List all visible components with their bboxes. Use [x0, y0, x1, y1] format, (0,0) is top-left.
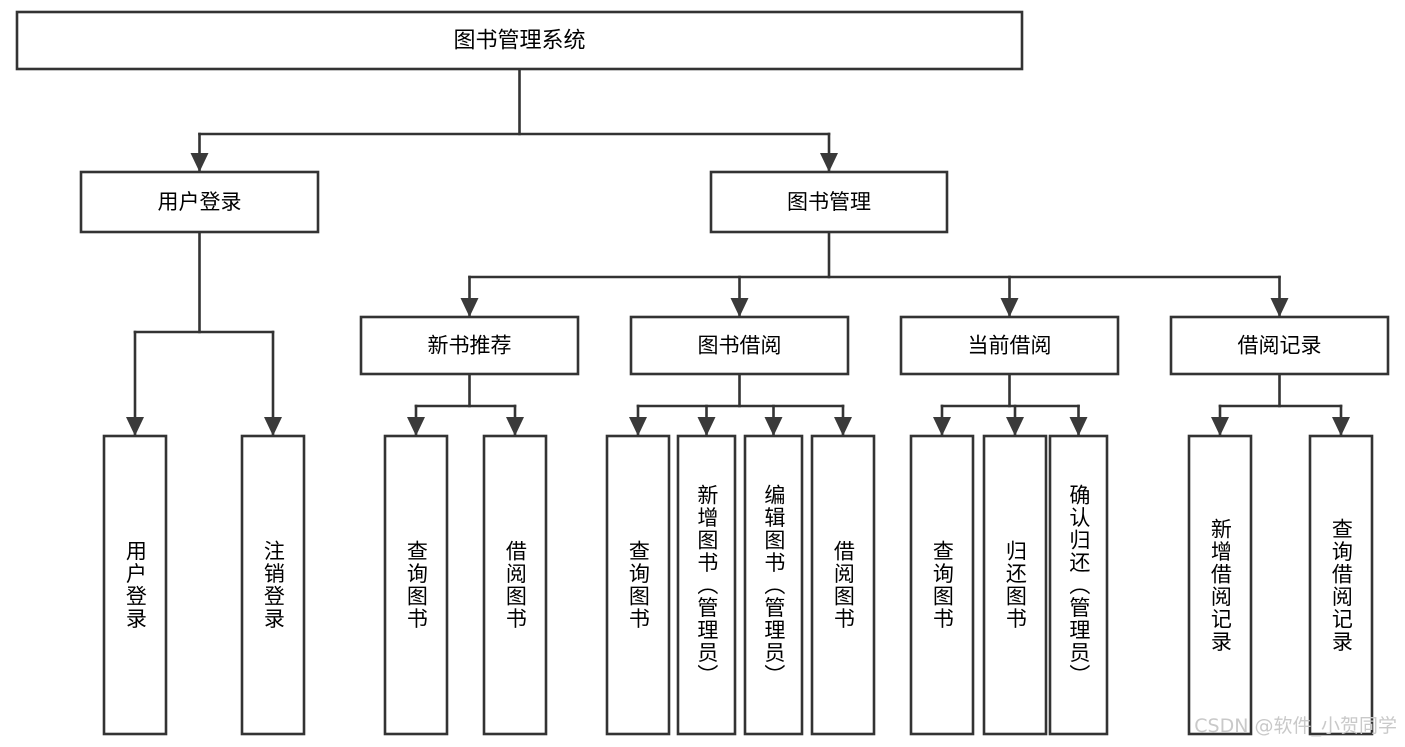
arrow-leaf-user-login: [126, 417, 144, 436]
arrow-new-book-recommend: [460, 298, 479, 317]
node-box-leaf-user-logout[interactable]: [240, 434, 306, 736]
arrow-leaf-confirm-return: [1069, 417, 1088, 436]
node-box-leaf-return-book[interactable]: [982, 434, 1048, 736]
arrow-leaf-query-book-2: [629, 417, 647, 436]
arrow-leaf-query-record: [1332, 417, 1350, 436]
node-label-book-management: 图书管理: [787, 190, 871, 214]
nodes-layer: [15, 10, 1390, 736]
node-box-user-login[interactable]: [79, 170, 320, 234]
node-box-borrow-record[interactable]: [1169, 315, 1390, 376]
arrow-leaf-query-book-3: [933, 417, 951, 436]
arrow-leaf-add-book: [697, 417, 716, 436]
node-box-leaf-query-book-3[interactable]: [909, 434, 975, 736]
arrow-leaf-edit-book: [764, 417, 783, 436]
node-box-leaf-borrow-book-1[interactable]: [482, 434, 548, 736]
arrow-book-management: [820, 153, 838, 172]
arrow-leaf-borrow-book-1: [506, 417, 524, 436]
arrow-borrow-record: [1270, 298, 1289, 317]
node-box-leaf-add-record[interactable]: [1187, 434, 1253, 736]
node-label-borrow-record: 借阅记录: [1238, 334, 1322, 358]
node-box-book-management[interactable]: [709, 170, 949, 234]
node-box-leaf-query-book-1[interactable]: [383, 434, 449, 736]
node-box-leaf-confirm-return[interactable]: [1048, 434, 1109, 736]
arrow-leaf-user-logout: [264, 417, 282, 436]
arrow-leaf-query-book-1: [407, 417, 425, 436]
node-box-leaf-user-login[interactable]: [102, 434, 168, 736]
node-label-user-login: 用户登录: [158, 190, 242, 214]
node-box-new-book-recommend[interactable]: [359, 315, 580, 376]
node-box-leaf-query-book-2[interactable]: [605, 434, 671, 736]
node-box-current-borrow[interactable]: [899, 315, 1120, 376]
node-box-root[interactable]: [15, 10, 1024, 71]
node-label-current-borrow: 当前借阅: [968, 334, 1052, 358]
node-label-root: 图书管理系统: [453, 29, 585, 54]
arrow-leaf-add-record: [1211, 417, 1229, 436]
node-label-book-borrow: 图书借阅: [698, 334, 782, 358]
arrow-leaf-return-book: [1006, 417, 1024, 436]
node-box-leaf-query-record[interactable]: [1308, 434, 1374, 736]
arrow-user-login: [190, 153, 209, 172]
edges-layer: [126, 67, 1350, 437]
node-label-new-book-recommend: 新书推荐: [428, 334, 512, 358]
node-box-leaf-edit-book[interactable]: [743, 434, 804, 736]
node-box-book-borrow[interactable]: [629, 315, 850, 376]
arrow-leaf-borrow-book-2: [834, 417, 852, 436]
arrow-book-borrow: [730, 298, 749, 317]
node-box-leaf-add-book[interactable]: [676, 434, 737, 736]
arrow-current-borrow: [1000, 298, 1019, 317]
node-box-leaf-borrow-book-2[interactable]: [810, 434, 876, 736]
